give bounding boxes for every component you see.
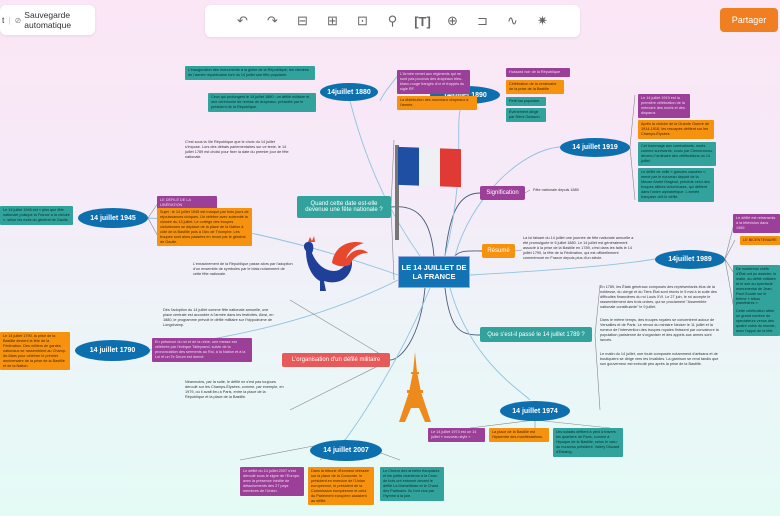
box-1919-b[interactable]: Après la victoire de la Grande Guerre de… bbox=[638, 120, 714, 139]
box-1974-a[interactable]: Le 14 juillet 1974 est un 14 juillet « n… bbox=[428, 428, 485, 442]
add-subtopic-icon[interactable]: ⊡ bbox=[357, 13, 368, 28]
box-1790-b[interactable]: En présence du roi et de la reine, une m… bbox=[152, 338, 252, 362]
quand-text-1: C'est sous la IIIe République que le cho… bbox=[185, 140, 289, 159]
rooster-image bbox=[303, 236, 368, 291]
box-2007-c[interactable]: Le Chœur des armées françaises et les pe… bbox=[380, 467, 444, 501]
box-1890-b[interactable]: La distribution des nouveaux drapeaux à … bbox=[397, 96, 477, 110]
box-1890-f[interactable]: Événement dirigé par Rémi Gaïsson bbox=[506, 108, 546, 122]
french-flag-image-cloth bbox=[398, 146, 461, 188]
node-1974[interactable]: 14 juillet 1974 bbox=[500, 401, 570, 421]
defile-text-1: Dès l'adoption du 14 juillet comme fête … bbox=[163, 308, 274, 327]
node-1790[interactable]: 14 juillet 1790 bbox=[75, 340, 150, 361]
que-text-3: Le matin du 14 juillet, une foule compos… bbox=[600, 352, 719, 366]
box-1880-a[interactable]: L'inauguration des monuments à la gloire… bbox=[185, 66, 315, 80]
box-1890-e[interactable]: Petit bal populaire bbox=[506, 97, 546, 106]
box-1890-a[interactable]: L'Armée remet aux régiments qui ne sont … bbox=[397, 70, 470, 94]
autosave-icon: ⊘ bbox=[14, 15, 22, 25]
insert-icon[interactable]: ⊕ bbox=[447, 13, 458, 28]
quand-text-2: L'enracinement de la République passe al… bbox=[193, 262, 293, 276]
defile-text-2: Néanmoins, par la suite, le défilé ne s'… bbox=[185, 380, 284, 399]
node-1989[interactable]: 14juillet 1989 bbox=[655, 250, 725, 269]
document-title[interactable]: t bbox=[2, 15, 5, 25]
topic-quand[interactable]: Quand cette date est-elle devenue une fê… bbox=[297, 196, 391, 218]
que-text-2: Dans le même temps, des troupes royales … bbox=[600, 318, 719, 342]
topic-resume[interactable]: Résumé bbox=[482, 244, 515, 258]
box-1974-c[interactable]: Les soldats défilent à pied à travers le… bbox=[553, 428, 623, 457]
add-sibling-topic-icon[interactable]: ⊞ bbox=[327, 13, 338, 28]
box-1989-a[interactable]: Le défilé est retransmis à la télévision… bbox=[733, 214, 780, 233]
topic-que-s-est-il-passe[interactable]: Que s'est-il passé le 14 juillet 1789 ? bbox=[480, 327, 592, 342]
box-1890-c[interactable]: Hussard noir de la République bbox=[506, 68, 570, 77]
french-flag-image bbox=[395, 145, 399, 240]
text-icon[interactable]: [T] bbox=[414, 13, 431, 29]
node-2007[interactable]: 14 juillet 2007 bbox=[310, 440, 382, 461]
topic-signification[interactable]: Signification bbox=[480, 186, 525, 200]
add-child-topic-icon[interactable]: ⊟ bbox=[297, 13, 308, 28]
magic-icon[interactable]: ✷ bbox=[537, 13, 548, 28]
box-1945-b[interactable]: LE DÉFILÉ DE LA LIBÉRATION bbox=[157, 196, 217, 210]
box-1919-d[interactable]: Le défilé de mille « gueules cassées », … bbox=[638, 168, 714, 202]
eiffel-tower-image bbox=[399, 352, 431, 422]
box-1945-a[interactable]: Le 14 juillet 1945 est « plus que fête n… bbox=[0, 206, 73, 225]
central-topic[interactable]: LE 14 JUILLET DE LA FRANCE bbox=[398, 256, 470, 288]
box-1974-b[interactable]: La place de la Bastille est l'épicentre … bbox=[489, 428, 549, 442]
box-1790-a[interactable]: Le 14 juillet 1790, la prise de la Basti… bbox=[0, 332, 70, 371]
undo-icon[interactable]: ↶ bbox=[237, 13, 248, 28]
que-text-1: En 1789, les États généraux composés des… bbox=[600, 285, 717, 309]
divider: | bbox=[8, 15, 11, 25]
box-2007-b[interactable]: Dans la tribune d'honneur dressée sur la… bbox=[308, 467, 374, 506]
box-1989-c[interactable]: De nombreux chefs d'État ont pu assister… bbox=[733, 265, 780, 309]
redo-icon[interactable]: ↷ bbox=[267, 13, 278, 28]
box-1945-c[interactable]: Sujet : le 14 juillet 1945 est marqué pa… bbox=[157, 208, 252, 247]
box-1989-b[interactable]: LE BICENTENAIRE bbox=[740, 236, 780, 245]
box-1989-d[interactable]: Cette célébration attire un grand nombre… bbox=[733, 307, 780, 336]
box-1890-d[interactable]: Célébration de la centenaire de la prise… bbox=[506, 80, 564, 94]
box-1880-b[interactable]: Ceux qui prolongent le 14 juillet 1880 :… bbox=[208, 93, 316, 112]
resume-text: La loi faisant du 14 juillet une journée… bbox=[523, 236, 634, 260]
format-painter-icon[interactable]: ⚲ bbox=[387, 13, 398, 28]
title-panel: t | ⊘ Sauvegarde automatique bbox=[0, 5, 95, 35]
node-1919[interactable]: 14 juillet 1919 bbox=[560, 138, 630, 157]
boundary-icon[interactable]: ⊐ bbox=[477, 13, 488, 28]
signification-text: Fête nationale depuis 1880 bbox=[533, 188, 579, 192]
node-1945[interactable]: 14 juillet 1945 bbox=[78, 208, 148, 228]
autosave-status: Sauvegarde automatique bbox=[24, 10, 72, 30]
box-1919-a[interactable]: Le 14 juillet 1919 est la première céléb… bbox=[638, 94, 690, 118]
box-2007-a[interactable]: Le défilé du 14 juillet 2007 s'est dérou… bbox=[240, 467, 304, 496]
node-1880[interactable]: 14juillet 1880 bbox=[320, 83, 378, 101]
share-button[interactable]: Partager bbox=[720, 8, 778, 32]
relationship-icon[interactable]: ∿ bbox=[507, 13, 518, 28]
toolbar: ↶ ↷ ⊟ ⊞ ⊡ ⚲ [T] ⊕ ⊐ ∿ ✷ bbox=[205, 5, 580, 37]
box-1919-c[interactable]: Cet hommage aux combattants, morts comme… bbox=[638, 142, 716, 166]
topic-defile-militaire[interactable]: L'organisation d'un défilé militaire bbox=[282, 353, 390, 367]
